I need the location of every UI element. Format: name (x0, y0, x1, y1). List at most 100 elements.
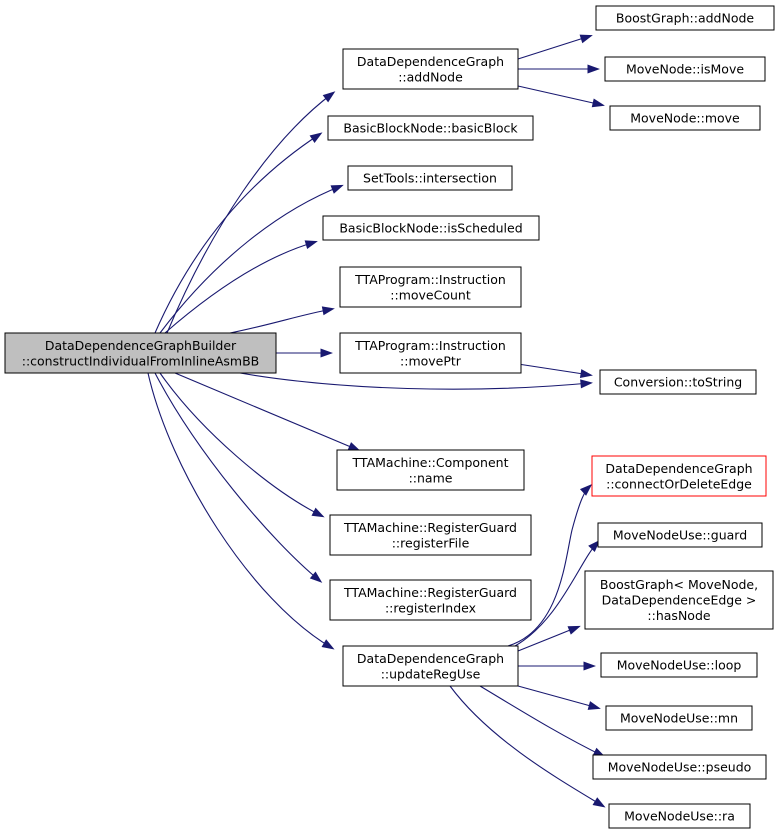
node-label: SetTools::intersection (363, 171, 497, 186)
arrowhead (579, 34, 593, 44)
node-box (342, 645, 519, 687)
call-edge (154, 133, 321, 334)
node-regFile[interactable]: TTAMachine::RegisterGuard::registerFile (329, 514, 532, 556)
node-label: ::addNode (398, 69, 463, 84)
node-box (605, 705, 753, 731)
arrowhead (304, 240, 318, 250)
node-connectOrDelete[interactable]: DataDependenceGraph::connectOrDeleteEdge (591, 455, 767, 497)
node-regIndex[interactable]: TTAMachine::RegisterGuard::registerIndex (329, 579, 532, 621)
node-box (327, 115, 534, 141)
node-loop[interactable]: MoveNodeUse::loop (600, 652, 758, 678)
node-label: BasicBlockNode::isScheduled (339, 221, 522, 236)
node-box (322, 215, 540, 241)
call-edge (517, 685, 599, 709)
call-edge (147, 372, 333, 649)
node-box (608, 803, 751, 829)
node-isScheduled[interactable]: BasicBlockNode::isScheduled (322, 215, 540, 241)
node-box (329, 514, 532, 556)
node-updateRegUse[interactable]: DataDependenceGraph::updateRegUse (342, 645, 519, 687)
call-edge (159, 185, 342, 334)
node-bb_basicBlock[interactable]: BasicBlockNode::basicBlock (327, 115, 534, 141)
call-edge (159, 372, 323, 517)
node-label: ::constructIndividualFromInlineAsmBB (22, 353, 260, 368)
node-label: ::name (409, 470, 453, 485)
node-label: MoveNodeUse::pseudo (608, 760, 752, 775)
arrowhead (311, 507, 325, 518)
node-comp_name[interactable]: TTAMachine::Component::name (336, 449, 525, 491)
call-edge (517, 85, 603, 106)
call-edge (514, 541, 599, 647)
node-isMove[interactable]: MoveNode::isMove (604, 56, 766, 82)
arrowhead (579, 369, 593, 379)
call-edge (154, 372, 321, 582)
call-graph-nodes: DataDependenceGraphBuilder::constructInd… (4, 5, 775, 829)
arrowhead (320, 348, 333, 358)
node-label: BoostGraph< MoveNode, (600, 577, 758, 592)
node-box (592, 754, 767, 780)
call-edge (166, 92, 334, 334)
node-ddg_addNode[interactable]: DataDependenceGraph::addNode (342, 48, 519, 90)
arrowhead (588, 539, 601, 552)
node-label: MoveNode::isMove (626, 62, 744, 77)
node-intersection[interactable]: SetTools::intersection (347, 165, 513, 191)
node-box (609, 105, 761, 131)
node-box (599, 369, 757, 395)
node-hasNode[interactable]: BoostGraph< MoveNode,DataDependenceEdge … (584, 570, 774, 630)
node-label: BoostGraph::addNode (616, 11, 755, 26)
node-box (597, 522, 763, 548)
node-guard[interactable]: MoveNodeUse::guard (597, 522, 763, 548)
node-moveCount[interactable]: TTAProgram::Instruction::moveCount (339, 266, 522, 308)
call-edge (517, 363, 591, 376)
call-edge (517, 35, 591, 60)
node-movePtr[interactable]: TTAProgram::Instruction::movePtr (339, 332, 522, 374)
node-box (347, 165, 513, 191)
arrowhead (587, 701, 601, 710)
node-box (595, 5, 775, 31)
call-edge (479, 685, 604, 757)
node-box (339, 266, 522, 308)
node-label: TTAMachine::Component (352, 455, 509, 470)
node-box (604, 56, 766, 82)
arrowhead (579, 483, 593, 496)
call-edge (164, 241, 316, 334)
arrowhead (587, 64, 600, 74)
node-box (584, 570, 774, 630)
arrowhead (309, 571, 323, 583)
node-label: ::registerIndex (385, 600, 476, 615)
node-label: TTAProgram::Instruction (354, 338, 506, 353)
node-label: ::registerFile (392, 535, 470, 550)
node-label: TTAMachine::RegisterGuard (343, 520, 517, 535)
node-box (342, 48, 519, 90)
node-boost_addNode[interactable]: BoostGraph::addNode (595, 5, 775, 31)
arrowhead (309, 132, 323, 143)
node-label: ::updateRegUse (381, 666, 481, 681)
node-label: ::moveCount (390, 287, 471, 302)
node-move[interactable]: MoveNode::move (609, 105, 761, 131)
node-label: DataDependenceGraph (605, 461, 752, 476)
call-edges (147, 34, 606, 808)
node-root[interactable]: DataDependenceGraphBuilder::constructInd… (4, 332, 277, 374)
node-box (329, 579, 532, 621)
node-pseudo[interactable]: MoveNodeUse::pseudo (592, 754, 767, 780)
node-label: TTAMachine::RegisterGuard (343, 585, 517, 600)
node-label: MoveNodeUse::loop (617, 658, 742, 673)
arrowhead (567, 625, 581, 635)
node-label: MoveNodeUse::ra (624, 809, 735, 824)
node-label: ::hasNode (647, 608, 710, 623)
node-box (600, 652, 758, 678)
node-mn[interactable]: MoveNodeUse::mn (605, 705, 753, 731)
arrowhead (321, 306, 335, 316)
node-box (4, 332, 277, 374)
node-label: MoveNodeUse::mn (620, 711, 738, 726)
node-label: DataDependenceGraph (357, 651, 504, 666)
node-toString[interactable]: Conversion::toString (599, 369, 757, 395)
node-label: BasicBlockNode::basicBlock (343, 121, 518, 136)
node-label: ::connectOrDeleteEdge (606, 476, 752, 491)
call-edge (507, 485, 591, 647)
arrowhead (322, 91, 336, 103)
node-box (591, 455, 767, 497)
node-box (339, 332, 522, 374)
arrowhead (591, 98, 605, 108)
node-ra[interactable]: MoveNodeUse::ra (608, 803, 751, 829)
